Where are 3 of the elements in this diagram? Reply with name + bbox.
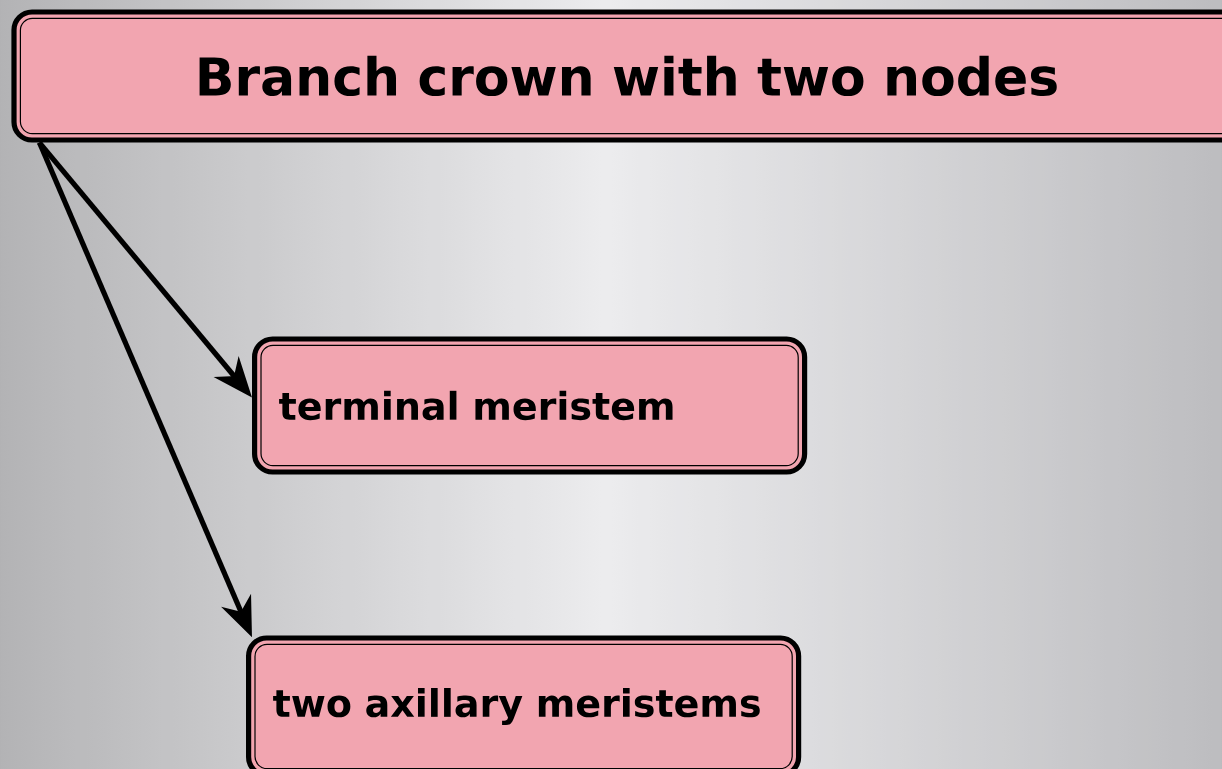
title-box: Branch crown with two nodes bbox=[11, 9, 1222, 143]
text-box: terminal meristem bbox=[252, 336, 808, 475]
text-box: two axillary meristems bbox=[246, 635, 802, 769]
